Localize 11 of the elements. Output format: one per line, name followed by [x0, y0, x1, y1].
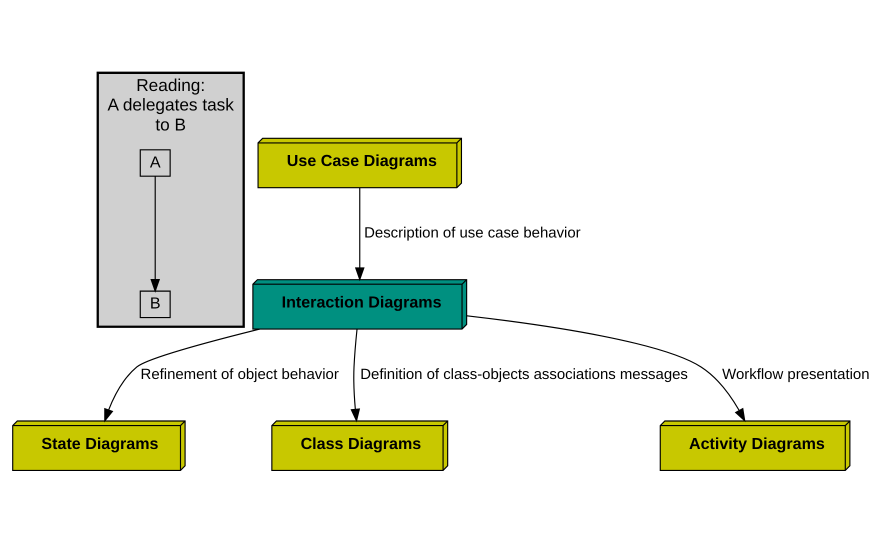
arrow: [354, 187, 365, 281]
edge-label: Refinement of object behavior: [140, 365, 339, 382]
arrow: [466, 314, 746, 422]
edge-label: Definition of class-objects associations messages: [360, 365, 688, 382]
arrow: [104, 328, 260, 422]
arrow: [350, 328, 360, 422]
node-box: B: [140, 290, 171, 318]
edge-label: Description of use case behavior: [364, 224, 581, 242]
node-box: A: [140, 148, 171, 176]
edge-label: Workflow presentation: [722, 365, 870, 382]
arrow: [150, 176, 160, 292]
